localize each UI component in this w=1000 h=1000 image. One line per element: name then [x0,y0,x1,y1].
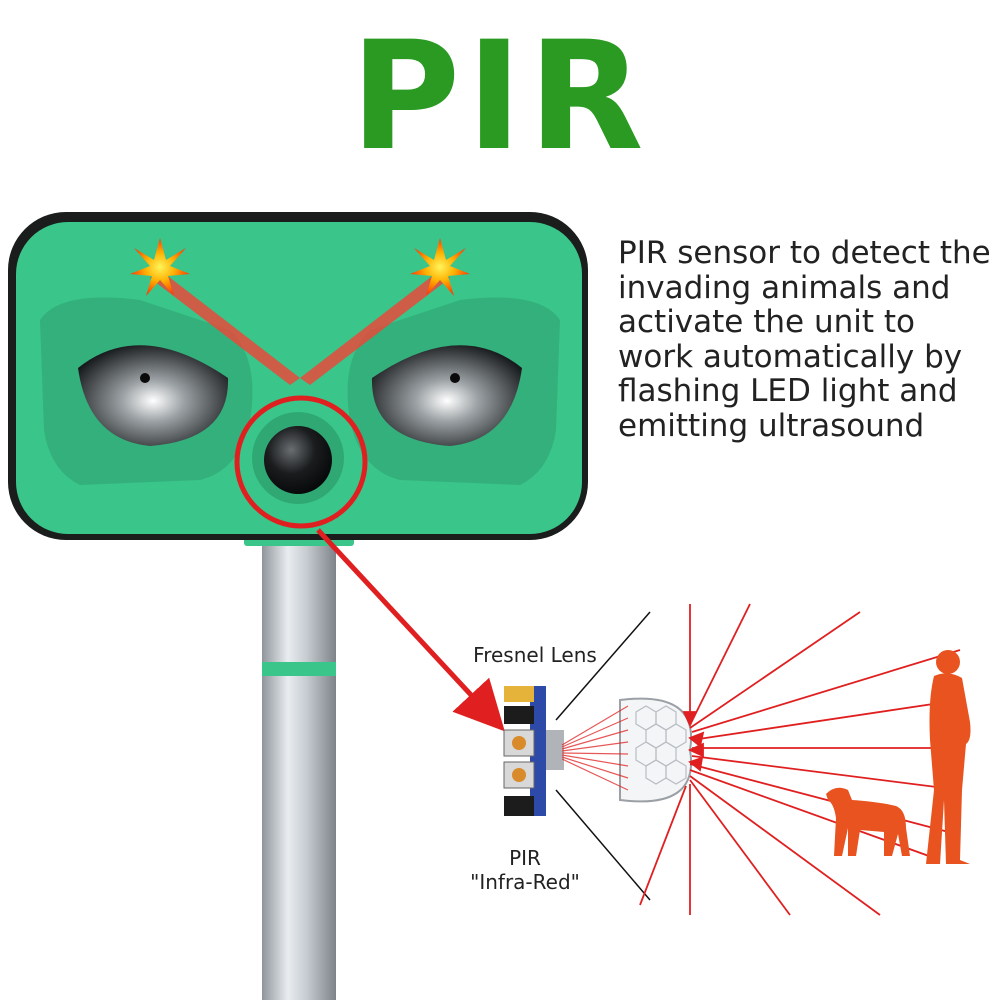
pir-label: PIR "Infra-Red" [440,846,610,894]
focused-rays [561,705,629,791]
description-line: PIR sensor to detect the [618,235,991,271]
description-line: emitting ultrasound [618,407,925,444]
pir-module [503,686,564,816]
pir-label-line1: PIR [509,846,541,870]
feature-description: PIR sensor to detect the invading animal… [618,236,998,443]
right-eye [371,345,522,446]
fresnel-lens [619,697,693,803]
pole [244,530,354,1000]
led-flash-right [410,238,470,296]
pointer-arrow [316,528,505,732]
fresnel-lens-label: Fresnel Lens [473,643,597,667]
pir-lens [264,426,332,494]
field-of-view-lines [555,611,651,901]
human-figure [926,650,971,864]
dog-figure [826,787,910,856]
left-eye [78,345,229,446]
pir-label-line2: "Infra-Red" [470,870,580,894]
highlight-circle [234,395,368,529]
description-line: flashing LED light and [618,373,958,409]
infrared-rays [639,603,961,916]
description-line: work automatically by [618,338,963,375]
page-title: PIR [350,10,650,184]
description-line: activate the unit to [618,304,915,340]
description-line: invading animals and [618,269,951,306]
repeller-device [8,212,588,540]
led-flash-left [130,238,190,296]
